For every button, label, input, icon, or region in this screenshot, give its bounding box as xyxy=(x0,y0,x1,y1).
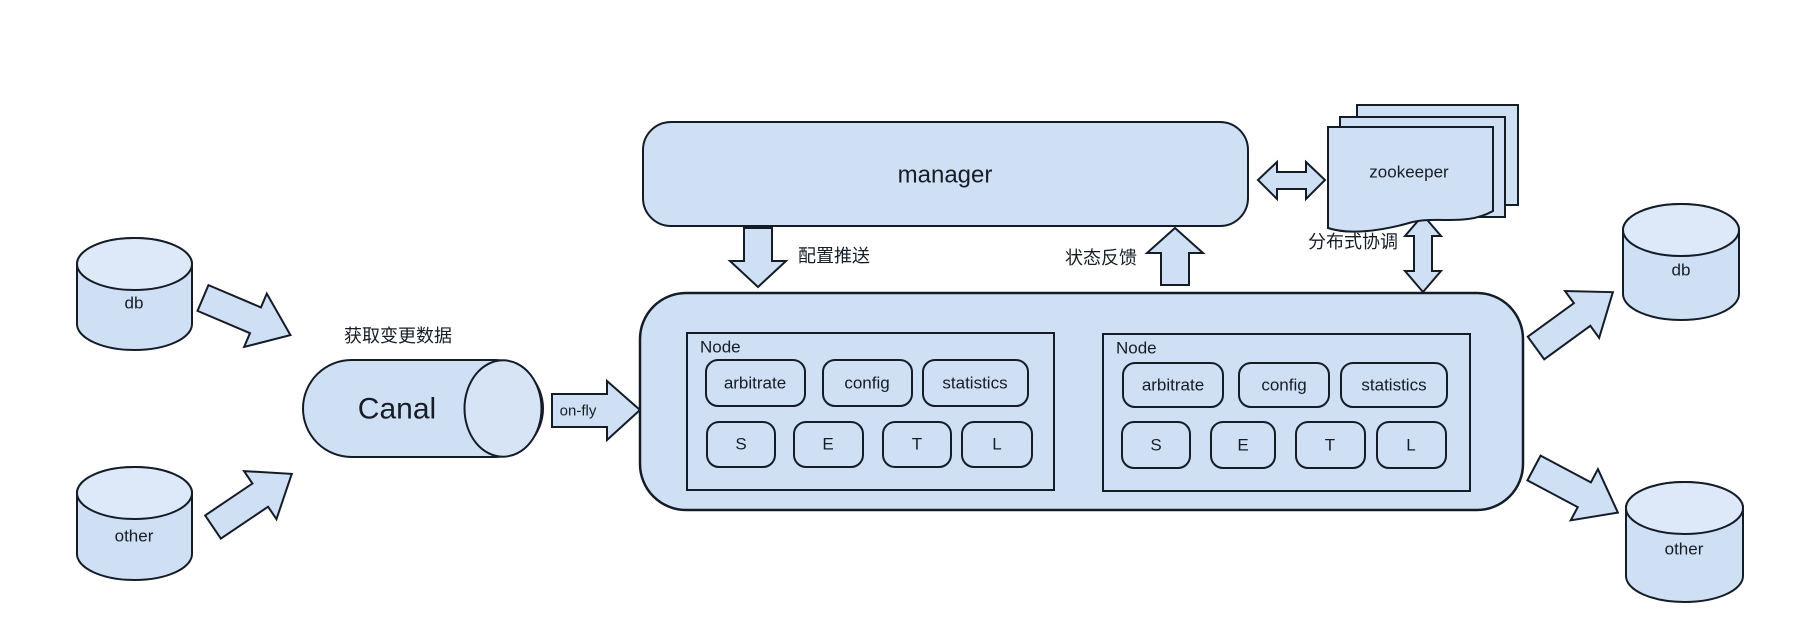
source-other-lid xyxy=(76,466,193,520)
zookeeper-label: zookeeper xyxy=(1369,163,1449,182)
coordination-label: 分布式协调 xyxy=(1308,232,1398,252)
node2-arbitrate-button xyxy=(1122,362,1224,408)
onfly-arrow: on-fly xyxy=(551,378,642,443)
onfly-label: on-fly xyxy=(560,403,597,420)
node2-stage-e-label: E xyxy=(1237,436,1248,455)
manager-zookeeper-arrow xyxy=(1256,159,1327,202)
cluster-to-other-arrow xyxy=(1526,454,1620,522)
other-to-canal-arrow xyxy=(203,469,294,540)
node1-stage-e-label: E xyxy=(822,435,833,454)
node2-stage-l-label: L xyxy=(1406,436,1415,455)
node1-statistics-button xyxy=(922,359,1029,407)
node-box-2: Node arbitrate config statistics S E T L xyxy=(1102,333,1471,492)
source-db-lid xyxy=(76,237,193,291)
node1-stage-t-button xyxy=(882,421,952,468)
node1-stage-t-label: T xyxy=(912,435,922,454)
node2-config-label: config xyxy=(1261,376,1306,395)
config-push-arrow xyxy=(727,227,789,289)
manager-box: manager xyxy=(642,121,1249,227)
zookeeper-page-front xyxy=(1327,126,1494,233)
node2-stage-s-label: S xyxy=(1150,436,1161,455)
canal-endcap xyxy=(463,359,543,458)
node2-stage-t-button xyxy=(1295,421,1366,469)
node2-stage-t-label: T xyxy=(1325,436,1335,455)
zookeeper-stack: zookeeper xyxy=(1327,104,1519,233)
node1-config-label: config xyxy=(844,374,889,393)
canal-cylinder: Canal xyxy=(302,359,544,458)
node2-statistics-button xyxy=(1340,362,1448,408)
onfly-arrow-shape xyxy=(551,378,642,443)
node1-stage-s-label: S xyxy=(735,435,746,454)
db-to-canal-arrow xyxy=(196,283,292,349)
node1-arbitrate-button xyxy=(705,359,806,407)
target-db-lid xyxy=(1622,203,1740,257)
node1-stage-l-button xyxy=(961,421,1033,468)
capture-caption: 获取变更数据 xyxy=(344,326,452,346)
source-other-label: other xyxy=(115,527,154,546)
node2-stage-e-button xyxy=(1210,421,1276,469)
target-other-cylinder: other xyxy=(1625,481,1744,603)
manager-label: manager xyxy=(898,162,993,189)
source-other-cylinder: other xyxy=(76,466,193,581)
target-other-lid xyxy=(1625,481,1744,535)
node1-arbitrate-label: arbitrate xyxy=(724,374,786,393)
node1-config-button xyxy=(822,359,913,407)
status-feedback-label: 状态反馈 xyxy=(1065,248,1137,268)
status-feedback-arrow xyxy=(1144,226,1206,286)
config-push-label: 配置推送 xyxy=(798,246,870,266)
target-other-label: other xyxy=(1665,540,1704,559)
node-box-1: Node arbitrate config statistics S E T L xyxy=(686,332,1055,491)
node1-statistics-label: statistics xyxy=(942,374,1007,393)
manager-rect xyxy=(642,121,1249,227)
node2-config-button xyxy=(1238,362,1330,408)
canal-label: Canal xyxy=(358,393,436,426)
node1-stage-s-button xyxy=(706,421,776,468)
target-db-label: db xyxy=(1672,261,1691,280)
node1-stage-l-label: L xyxy=(992,435,1001,454)
source-db-label: db xyxy=(125,294,144,313)
node1-title: Node xyxy=(700,338,741,357)
node2-statistics-label: statistics xyxy=(1361,376,1426,395)
node2-stage-s-button xyxy=(1121,421,1191,469)
target-db-cylinder: db xyxy=(1622,203,1740,321)
source-db-cylinder: db xyxy=(76,237,193,351)
cluster-to-db-arrow xyxy=(1526,289,1615,361)
node2-title: Node xyxy=(1116,339,1157,358)
node2-arbitrate-label: arbitrate xyxy=(1142,376,1204,395)
coordination-arrow xyxy=(1402,213,1444,294)
node2-stage-l-button xyxy=(1376,421,1447,469)
node1-stage-e-button xyxy=(793,421,864,468)
